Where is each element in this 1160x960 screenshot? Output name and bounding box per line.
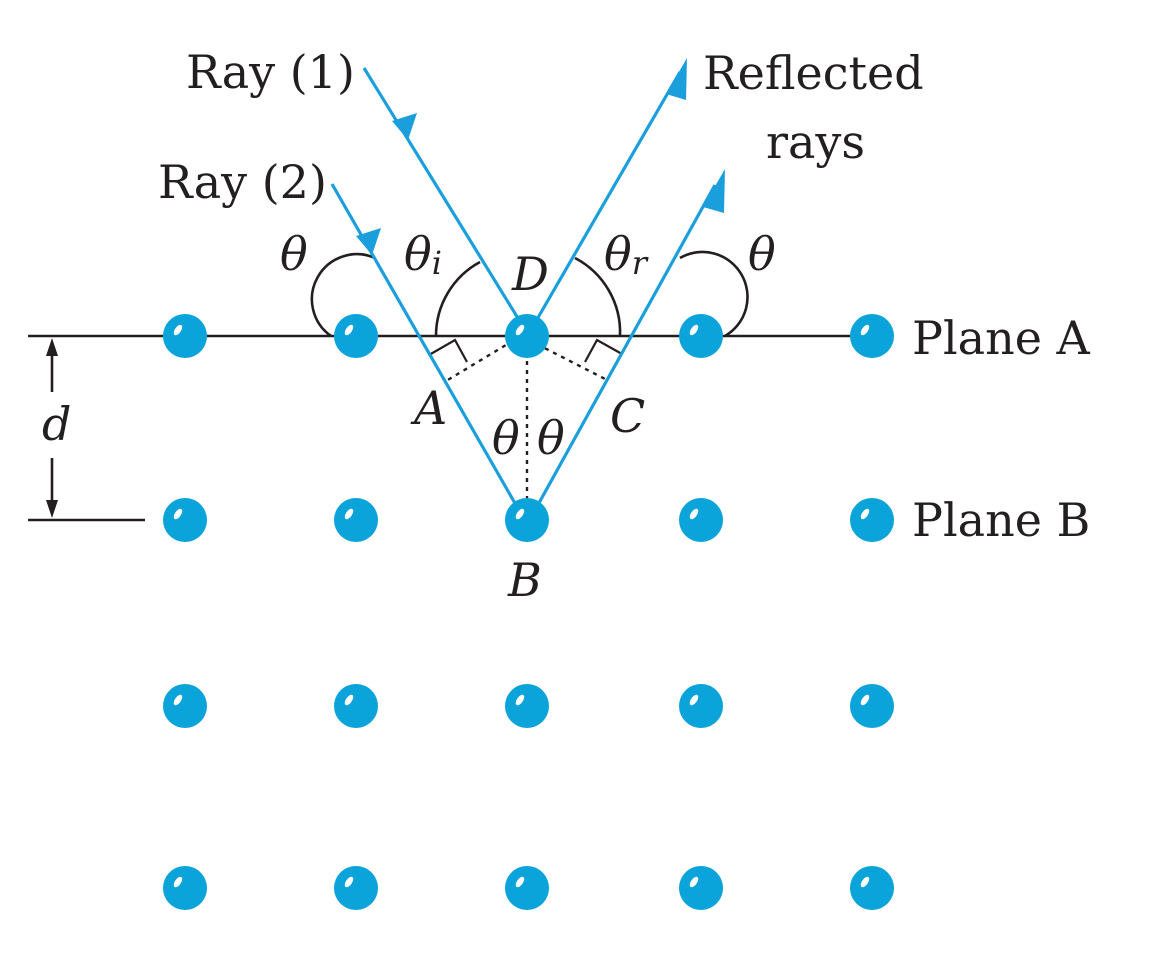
theta-left-label: θ (280, 227, 308, 281)
point-b-label: B (507, 553, 542, 607)
theta-arc-left (310, 252, 376, 338)
point-d-label: D (511, 247, 549, 301)
atom (679, 314, 723, 358)
atom (163, 498, 207, 542)
atom (850, 314, 894, 358)
atom (679, 498, 723, 542)
atom (505, 498, 549, 542)
atom (505, 314, 549, 358)
plane-a-label: Plane A (912, 311, 1091, 365)
theta-i-arc (434, 260, 481, 337)
theta-r-arc (574, 256, 622, 337)
atom (505, 684, 549, 728)
atom (334, 866, 378, 910)
spacing-indicator (46, 338, 58, 518)
atom (334, 684, 378, 728)
spacing-d-label: d (42, 397, 71, 451)
atom (163, 866, 207, 910)
point-c-label: C (610, 389, 645, 443)
point-a-label: A (410, 381, 447, 435)
path-difference-line-dc (520, 334, 610, 383)
atom-lattice (163, 314, 894, 910)
atom (679, 866, 723, 910)
ray-1-label: Ray (1) (186, 45, 355, 99)
atom (850, 498, 894, 542)
atom (163, 314, 207, 358)
ray-1 (362, 67, 526, 329)
plane-b-label: Plane B (912, 493, 1090, 547)
theta-mid-right-label: θ (537, 411, 565, 465)
theta-right-label: θ (748, 227, 776, 281)
right-angle-marker-a (428, 338, 468, 363)
reflected-rays-label-line1: Reflected (703, 46, 924, 100)
atom (163, 684, 207, 728)
ray-2 (330, 183, 522, 513)
atom (850, 866, 894, 910)
atom (505, 866, 549, 910)
theta-i-label: θi (404, 227, 442, 282)
atom (679, 684, 723, 728)
atom (334, 498, 378, 542)
theta-r-label: θr (604, 227, 649, 282)
reflected-ray-2 (532, 169, 725, 513)
atom (850, 684, 894, 728)
ray-2-label: Ray (2) (158, 155, 327, 209)
reflected-ray-1 (530, 58, 687, 329)
theta-mid-left-label: θ (492, 411, 520, 465)
theta-arc-right (679, 250, 749, 338)
reflected-rays-label-line2: rays (766, 115, 865, 169)
atom (334, 314, 378, 358)
right-angle-marker-c (584, 338, 623, 363)
path-difference-line-da (445, 334, 522, 383)
